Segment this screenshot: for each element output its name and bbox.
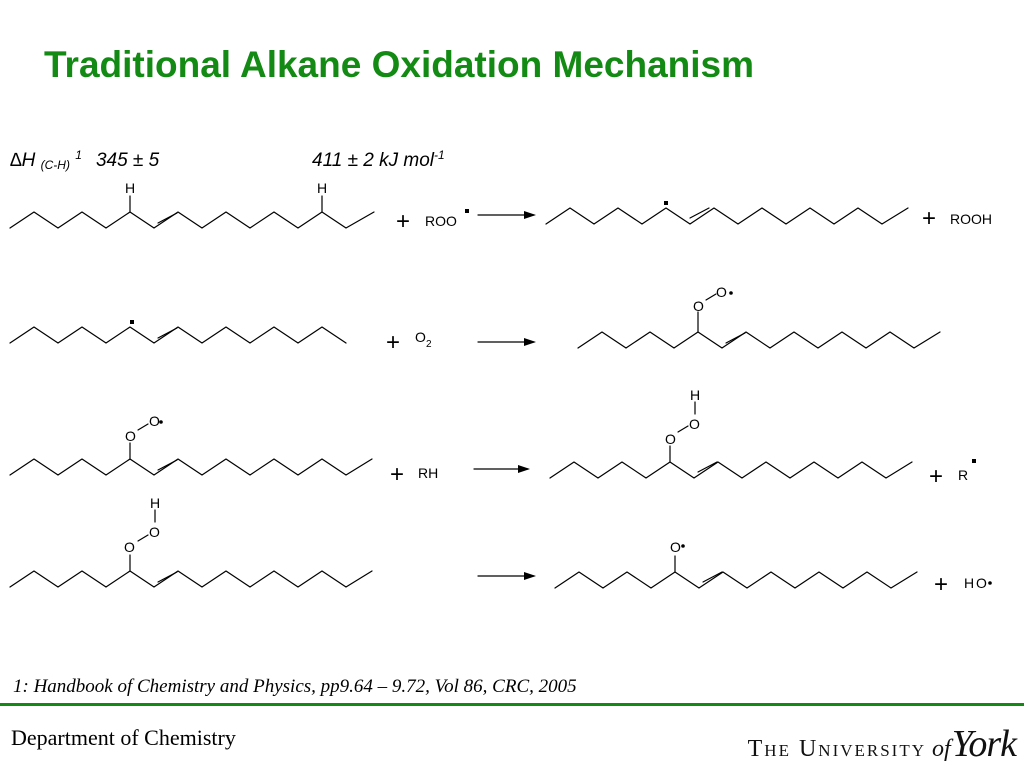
row3-o-atom-2: O — [149, 413, 160, 429]
row1-radical-chain — [545, 207, 909, 225]
row3-product-o-atom-2: O — [689, 416, 700, 432]
row2-reagent: O — [415, 329, 426, 345]
university-logo: The University of York — [747, 722, 1017, 765]
row2-reagent-subscript: 2 — [426, 339, 432, 350]
row2-radical-double-bond — [157, 327, 178, 339]
row4-alkoxyl-radical-dot — [681, 544, 685, 548]
row4-h-atom: H — [150, 495, 160, 511]
row4-alkoxyl-chain — [554, 571, 918, 589]
row2-o-o-bond — [705, 293, 717, 301]
terminal-ch-enthalpy: 411 ± 2 kJ mol — [312, 150, 435, 171]
row2-arrow-head — [524, 338, 536, 346]
row3-reagent: RH — [418, 465, 438, 481]
row4-product-plus: + — [934, 571, 948, 598]
row2-peroxyl-chain — [577, 331, 941, 349]
row4-product-o-atom: O — [670, 539, 681, 555]
row1-arrow-head — [524, 211, 536, 219]
row4-o-atom-2: O — [149, 524, 160, 540]
row4-hydroperoxide-chain — [9, 570, 373, 588]
allylic-ch-enthalpy: 345 ± 5 — [95, 150, 160, 171]
row4-hydroperoxide-double-bond — [157, 571, 178, 583]
row3-product-plus: + — [929, 463, 943, 490]
row3-o-atom-1: O — [125, 428, 136, 444]
row2-o-atom-2: O — [716, 284, 727, 300]
row3-plus: + — [390, 461, 404, 488]
row3-product-h-atom: H — [690, 387, 700, 403]
row4-coproduct-h: H — [964, 575, 974, 591]
row3-peroxyl-chain — [9, 458, 373, 476]
row1-h-atom-terminal: H — [317, 180, 327, 196]
terminal-ch-enthalpy-label: 411 ± 2 kJ mol-1 — [312, 143, 445, 173]
row1-h-atom-allylic: H — [125, 180, 135, 196]
row4-alkoxyl-double-bond — [702, 571, 723, 583]
row1-reagent: ROO — [425, 213, 457, 229]
row1-substrate-double-bond — [157, 212, 178, 224]
row3-product-o-o-bond — [677, 425, 689, 433]
row2-radical-chain — [9, 326, 347, 344]
footnote-marker: 1 — [75, 148, 82, 162]
row1-substrate-chain — [9, 211, 375, 229]
row3-product-radical-dot — [972, 459, 976, 463]
row1-plus: + — [396, 208, 410, 235]
bond-enthalpy-label: ∆H (C-H) 1 345 ± 5 — [10, 143, 159, 177]
unit-exponent: -1 — [434, 148, 445, 162]
row1-reagent-radical-dot — [465, 209, 469, 213]
row2-peroxyl-double-bond — [725, 332, 746, 344]
row2-peroxyl-radical-dot — [729, 291, 733, 295]
reference-footnote: 1: Handbook of Chemistry and Physics, pp… — [13, 676, 577, 697]
row3-o-o-bond — [137, 423, 149, 431]
university-logo-words: The University — [747, 736, 927, 762]
department-name: Department of Chemistry — [11, 725, 236, 750]
bond-type: (C-H) — [40, 158, 70, 172]
row3-coproduct: R — [958, 467, 968, 483]
row4-arrow-head — [524, 572, 536, 580]
row2-radical-dot — [130, 320, 134, 324]
row4-coproduct-o: O — [976, 575, 987, 591]
row1-coproduct: ROOH — [950, 211, 992, 227]
row2-plus: + — [386, 329, 400, 356]
row3-product-o-atom-1: O — [665, 431, 676, 447]
delta-h-symbol: ∆H — [10, 150, 36, 171]
footer-rule — [0, 703, 1024, 706]
university-logo-york: York — [951, 723, 1017, 765]
row4-o-o-bond — [137, 534, 149, 542]
row3-hydroperoxide-double-bond — [697, 461, 718, 473]
row2-o-atom-1: O — [693, 298, 704, 314]
row1-product-radical-dot — [664, 201, 668, 205]
reaction-scheme: H H + ROO + ROOH + O 2 O O O O + RH O O … — [9, 180, 992, 598]
row1-product-plus: + — [922, 205, 936, 232]
slide-title: Traditional Alkane Oxidation Mechanism — [44, 44, 755, 85]
row3-peroxyl-double-bond — [157, 459, 178, 471]
row4-o-atom-1: O — [124, 539, 135, 555]
row1-radical-double-bond — [689, 207, 710, 219]
university-logo-of: of — [932, 736, 951, 762]
row3-hydroperoxide-chain — [549, 461, 913, 479]
row4-hydroxyl-radical-dot — [988, 581, 992, 585]
row3-peroxyl-radical-dot — [159, 420, 163, 424]
row3-arrow-head — [518, 465, 530, 473]
